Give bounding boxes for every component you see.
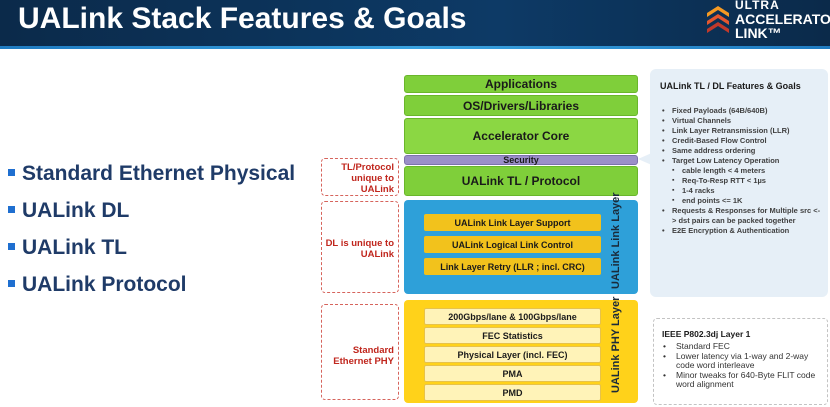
title-bar xyxy=(0,0,830,46)
stack-tl-protocol: UALink TL / Protocol xyxy=(404,166,638,196)
page-title: UALink Stack Features & Goals xyxy=(18,2,467,35)
stack-accelerator-core: Accelerator Core xyxy=(404,118,638,154)
dl-label-line-1: DL is unique to xyxy=(325,238,394,249)
ieee-list: Standard FEC Lower latency via 1-way and… xyxy=(662,341,825,390)
features-title: UALink TL / DL Features & Goals xyxy=(660,81,801,91)
stack-applications: Applications xyxy=(404,75,638,93)
phy-box xyxy=(321,304,399,400)
feature-item: Credit-Based Flow Control xyxy=(660,136,822,146)
tl-label-line-3: UALink xyxy=(360,184,394,195)
ualink-logo-icon xyxy=(707,6,729,33)
link-layer-item: UALink Logical Link Control xyxy=(424,236,601,253)
tl-label-line-1: TL/Protocol xyxy=(341,162,394,173)
phy-layer-item: 200Gbps/lane & 100Gbps/lane xyxy=(424,308,601,325)
stack-os-drivers: OS/Drivers/Libraries xyxy=(404,95,638,116)
phy-label-line-2: Ethernet PHY xyxy=(333,356,394,367)
tl-label-line-2: unique to xyxy=(351,173,394,184)
bullet-item: UALink DL xyxy=(8,199,129,223)
stack-security: Security xyxy=(404,155,638,165)
logo-line-3: LINK™ xyxy=(735,25,782,41)
dl-label: DL is unique to UALink xyxy=(324,238,394,260)
ieee-item: Lower latency via 1-way and 2-way code w… xyxy=(662,351,825,371)
phy-layer-item: PMD xyxy=(424,384,601,401)
bullet-text: UALink DL xyxy=(22,199,130,222)
phy-layer-item: FEC Statistics xyxy=(424,327,601,344)
feature-item: Link Layer Retransmission (LLR) xyxy=(660,126,822,136)
feature-item: E2E Encryption & Authentication xyxy=(660,226,822,236)
feature-subitem: cable length < 4 meters xyxy=(660,166,822,176)
phy-label: Standard Ethernet PHY xyxy=(324,345,394,367)
bullet-text: UALink Protocol xyxy=(22,273,187,296)
title-underline xyxy=(0,46,830,49)
bullet-square-icon xyxy=(8,242,15,250)
feature-subitem: Req-To-Resp RTT < 1µs xyxy=(660,176,822,186)
bullet-item: Standard Ethernet Physical xyxy=(8,162,295,186)
ieee-item: Minor tweaks for 640-Byte FLIT code word… xyxy=(662,370,825,390)
phy-layer-item: PMA xyxy=(424,365,601,382)
ualink-logo: ULTRA ACCELERATOR LINK™ xyxy=(707,0,830,44)
bullet-item: UALink TL xyxy=(8,236,127,260)
feature-item: Virtual Channels xyxy=(660,116,822,126)
bullet-item: UALink Protocol xyxy=(8,273,187,297)
dl-label-line-2: UALink xyxy=(360,249,394,260)
phy-layer-label: UALink PHY Layer xyxy=(610,296,622,393)
phy-layer-item: Physical Layer (incl. FEC) xyxy=(424,346,601,363)
ieee-title: IEEE P802.3dj Layer 1 xyxy=(662,329,751,339)
dl-box xyxy=(321,201,399,293)
ieee-item: Standard FEC xyxy=(662,341,825,352)
features-callout: UALink TL / DL Features & Goals Fixed Pa… xyxy=(650,69,828,297)
bullet-text: UALink TL xyxy=(22,236,127,259)
feature-subitem: 1-4 racks xyxy=(660,186,822,196)
link-layer-item: Link Layer Retry (LLR ; incl. CRC) xyxy=(424,258,601,275)
link-layer-label: UALink Link Layer xyxy=(610,192,622,289)
feature-subitem: end points <= 1K xyxy=(660,196,822,206)
feature-item: Target Low Latency Operation xyxy=(660,156,822,166)
bullet-square-icon xyxy=(8,168,15,176)
bullet-square-icon xyxy=(8,279,15,287)
feature-item: Requests & Responses for Multiple src <-… xyxy=(660,206,822,226)
features-list: Fixed Payloads (64B/640B)Virtual Channel… xyxy=(660,106,822,236)
tl-protocol-label: TL/Protocol unique to UALink xyxy=(324,162,394,195)
tl-protocol-box xyxy=(321,158,399,196)
feature-item: Fixed Payloads (64B/640B) xyxy=(660,106,822,116)
feature-item: Same address ordering xyxy=(660,146,822,156)
bullet-text: Standard Ethernet Physical xyxy=(22,162,296,185)
bullet-square-icon xyxy=(8,205,15,213)
logo-line-2: ACCELERATOR xyxy=(735,11,830,27)
link-layer-item: UALink Link Layer Support xyxy=(424,214,601,231)
phy-label-line-1: Standard xyxy=(352,345,394,356)
ieee-box: IEEE P802.3dj Layer 1 Standard FEC Lower… xyxy=(653,318,828,405)
logo-wordmark: ULTRA ACCELERATOR LINK™ xyxy=(735,0,830,40)
logo-line-1: ULTRA xyxy=(735,0,780,12)
